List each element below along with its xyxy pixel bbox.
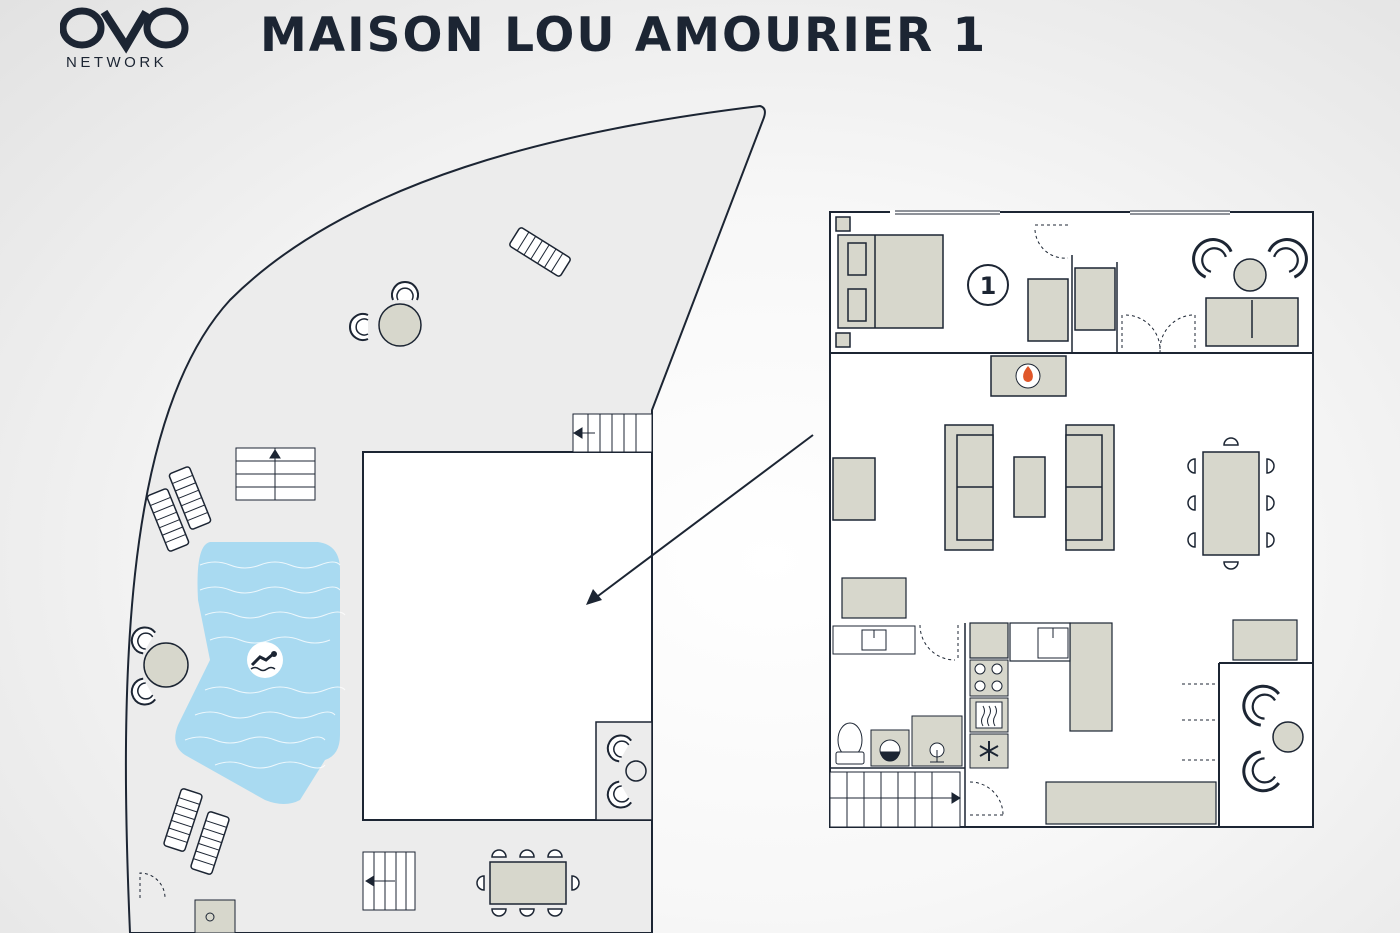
toilet-icon	[835, 722, 865, 765]
lounge-corner	[1183, 229, 1317, 347]
sink-icon	[832, 625, 1069, 659]
logo-subtext: NETWORK	[66, 54, 168, 71]
dining-table	[1187, 437, 1275, 570]
fireplace-icon	[990, 355, 1067, 397]
water-heater-icon	[911, 715, 963, 767]
stove-icon	[969, 659, 1009, 697]
page-title: MAISON LOU AMOURIER 1	[260, 8, 988, 63]
cabinets	[841, 577, 1298, 825]
location-arrow	[586, 434, 814, 605]
stairs-bottom	[362, 851, 416, 911]
garden-table-left	[126, 621, 189, 711]
bedroom	[835, 216, 1116, 348]
living-room	[832, 424, 1115, 551]
garden-gate	[139, 872, 236, 933]
room-number: 1	[980, 272, 997, 300]
swimmer-icon	[247, 642, 283, 678]
logo-mark-icon	[59, 7, 189, 54]
pool-waves	[184, 561, 346, 769]
snowflake-icon	[969, 733, 1009, 769]
brand-logo	[59, 6, 190, 76]
patio-lounge	[1235, 677, 1304, 800]
oven-icon	[969, 697, 1009, 733]
washing-machine-icon	[870, 729, 910, 767]
room-marker: 1	[967, 264, 1009, 306]
stairs-top	[572, 413, 653, 453]
dining-table-outdoor	[476, 849, 580, 917]
garden-table-top	[349, 281, 422, 347]
nook-chairs	[602, 729, 647, 814]
stairs-left	[235, 447, 316, 501]
stairs-interior	[829, 771, 961, 828]
